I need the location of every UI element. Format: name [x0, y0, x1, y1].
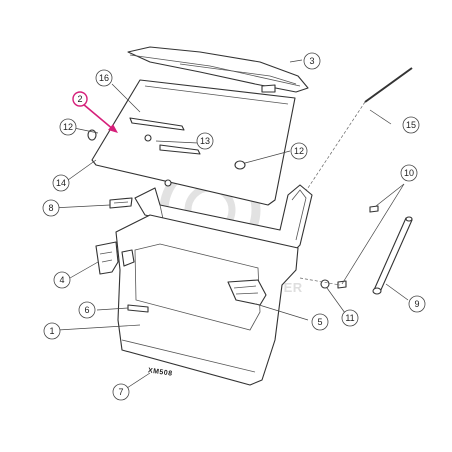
tail-lamp [227, 279, 267, 306]
callout-10: 10 [400, 164, 418, 182]
callout-9: 9 [408, 295, 426, 313]
gas-strut-rod [295, 67, 413, 207]
svg-text:6: 6 [84, 305, 89, 315]
emblem-text: XM508 [147, 367, 172, 377]
svg-text:4: 4 [59, 275, 64, 285]
callout-4: 4 [53, 271, 71, 289]
rear-spoiler [127, 46, 309, 93]
support-strut [372, 216, 413, 295]
callout-2: 2 [72, 91, 88, 107]
svg-text:13: 13 [200, 136, 210, 146]
highlight-arrow [82, 103, 118, 133]
svg-text:12: 12 [63, 122, 73, 132]
svg-text:16: 16 [99, 73, 109, 83]
callout-12-left: 12 [59, 118, 77, 136]
svg-text:5: 5 [317, 317, 322, 327]
svg-text:14: 14 [56, 178, 66, 188]
svg-text:7: 7 [118, 387, 123, 397]
callout-1: 1 [43, 322, 61, 340]
callout-16: 15 [402, 116, 420, 134]
grommets [87, 129, 246, 187]
badge-part [109, 197, 133, 209]
callout-11: 11 [341, 309, 359, 327]
callout-6: 6 [78, 301, 96, 319]
callout-8: 8 [42, 199, 60, 217]
svg-text:2: 2 [77, 94, 82, 104]
leader-lines [51, 59, 409, 389]
callout-7: 7 [112, 383, 130, 401]
callout-12-right: 12 [290, 142, 308, 160]
left-trim [95, 241, 135, 275]
ball-studs [299, 205, 379, 289]
svg-text:15: 15 [406, 120, 416, 130]
svg-text:10: 10 [404, 168, 414, 178]
wiper-assembly [129, 117, 201, 155]
callout-13: 14 [52, 174, 70, 192]
svg-text:3: 3 [309, 56, 314, 66]
callout-14: 13 [196, 132, 214, 150]
svg-text:12: 12 [294, 146, 304, 156]
svg-text:11: 11 [345, 313, 354, 323]
tailgate-panel [115, 214, 299, 386]
callout-3: 3 [303, 52, 321, 70]
callout-5: 5 [311, 313, 329, 331]
svg-text:1: 1 [49, 326, 54, 336]
svg-text:8: 8 [48, 203, 53, 213]
svg-text:9: 9 [414, 299, 419, 309]
rear-emblem: XM508 [147, 367, 172, 377]
callout-15: 16 [95, 69, 113, 87]
